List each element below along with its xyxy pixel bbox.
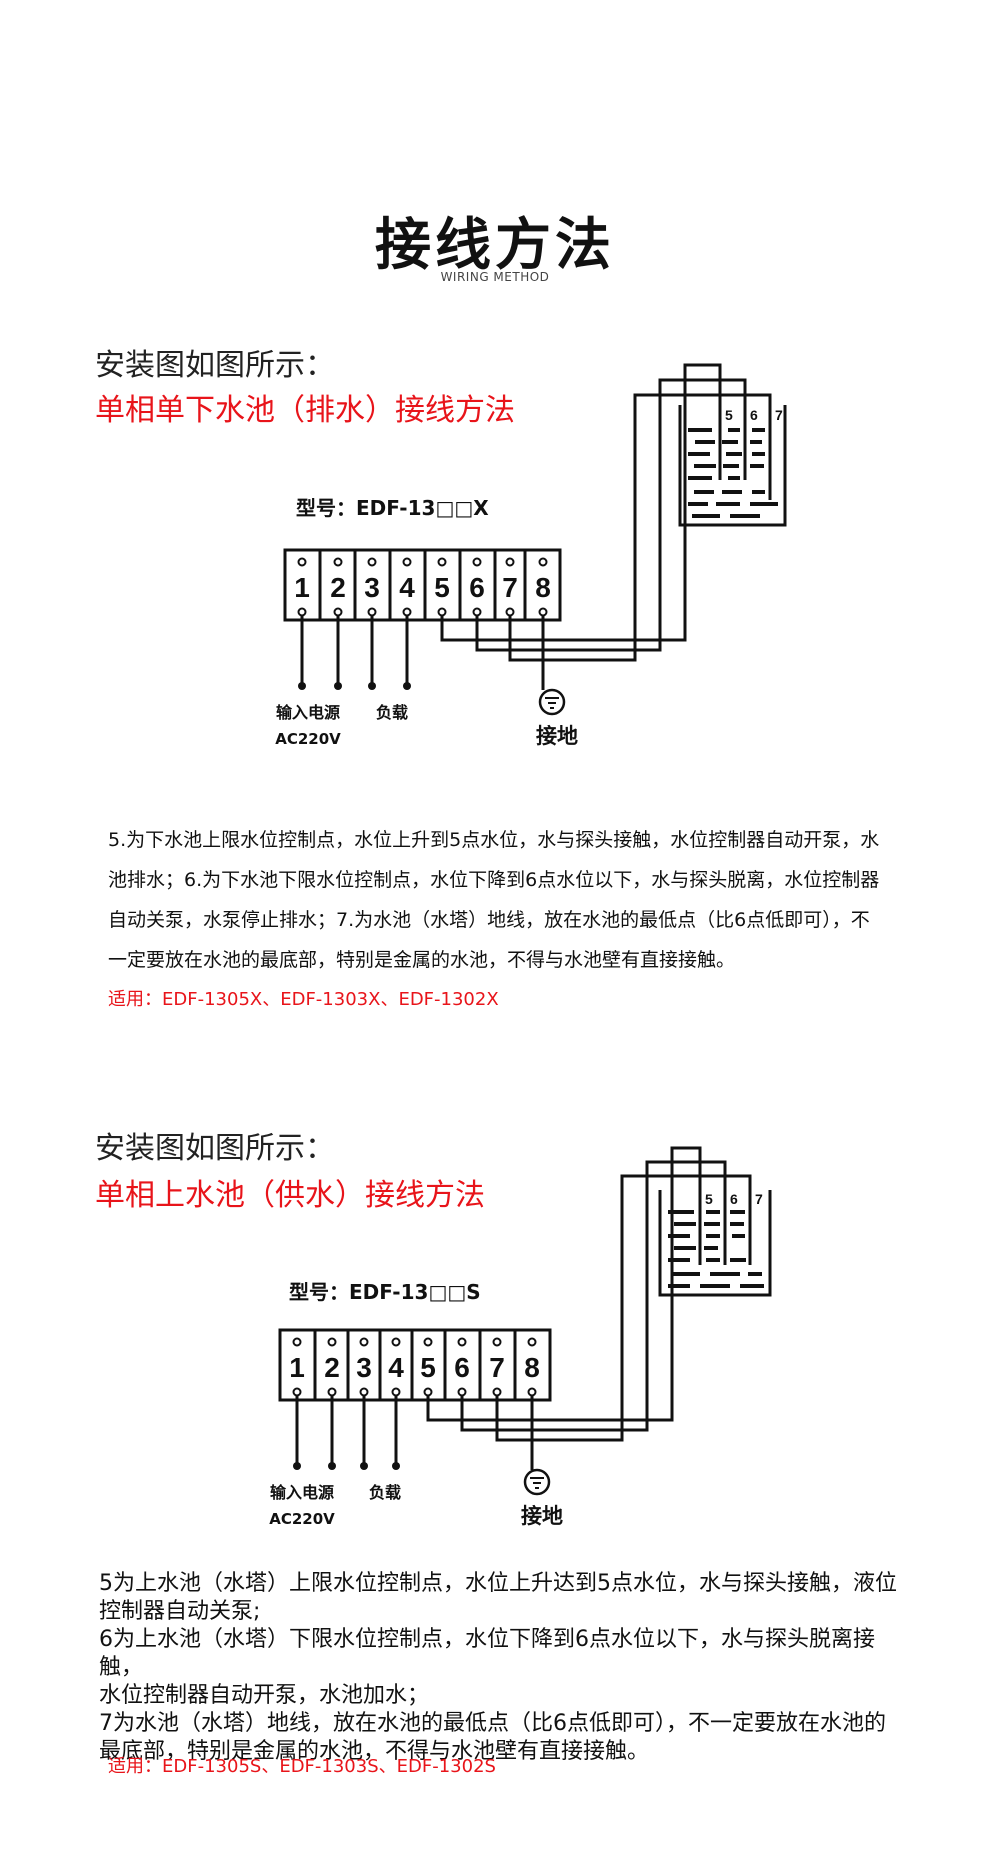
section2-ground-label: 接地 [521, 1504, 563, 1528]
section1-applicable: 适用：EDF-1305X、EDF-1303X、EDF-1302X [108, 989, 499, 1010]
section2-terminal-6: 6 [454, 1352, 470, 1383]
section1-ground-label: 接地 [536, 724, 578, 748]
section1-ground-icon [538, 688, 566, 716]
section1-heading: 安装图如图所示： [95, 348, 335, 383]
section2-terminal-2: 2 [324, 1352, 340, 1383]
section1-water-tank [678, 405, 787, 527]
section1-model: 型号：EDF-13□□X [296, 496, 489, 520]
section2-description-line: 5为上水池（水塔）上限水位控制点，水位上升达到5点水位，水与探头接触，液位 [99, 1571, 897, 1596]
section1-tank-label-5: 5 [725, 407, 733, 423]
section1-terminal-screws [297, 557, 548, 617]
section2-terminal-1: 1 [289, 1352, 305, 1383]
section2-title: 单相上水池（供水）接线方法 [95, 1178, 485, 1213]
section2-description-line: 控制器自动关泵; [99, 1599, 261, 1624]
section1-terminal-4: 4 [399, 572, 415, 603]
section2-terminal-3: 3 [356, 1352, 372, 1383]
section2-voltage-label: AC220V [269, 1510, 335, 1528]
page-subtitle: WIRING METHOD [440, 270, 550, 284]
section2-load-label: 负载 [369, 1483, 401, 1502]
section1-terminal-5: 5 [434, 572, 450, 603]
section1-terminal-3: 3 [364, 572, 380, 603]
section2-terminal-screws [292, 1337, 537, 1397]
section1-terminal-2: 2 [330, 572, 346, 603]
section2-description-line: 7为水池（水塔）地线，放在水池的最低点（比6点低即可），不一定要放在水池的 [99, 1711, 886, 1736]
section2-model: 型号：EDF-13□□S [289, 1280, 481, 1304]
section1-power-label: 输入电源 [276, 703, 340, 722]
section2-terminal-8: 8 [524, 1352, 540, 1383]
section2-ground-icon [523, 1468, 551, 1496]
section1-wiring-diagram: 1 2 3 4 5 6 7 8 输入电源 AC220V 负载 接地 [275, 363, 787, 748]
section2-heading: 安装图如图所示： [95, 1131, 335, 1166]
section1-title: 单相单下水池（排水）接线方法 [95, 393, 515, 428]
section2-description-line: 水位控制器自动开泵，水池加水； [99, 1683, 430, 1708]
section1-tank-label-6: 6 [750, 407, 758, 423]
page-title: 接线方法 [375, 213, 615, 278]
section2-terminal-7: 7 [489, 1352, 505, 1383]
section1-terminal-block [283, 548, 562, 622]
section2-wiring-diagram: 1 2 3 4 5 6 7 8 输入电源 AC220V 负载 接地 [269, 1146, 772, 1528]
section2-applicable: 适用：EDF-1305S、EDF-1303S、EDF-1302S [108, 1756, 496, 1777]
section1-terminal-7: 7 [502, 572, 518, 603]
section1-load-label: 负载 [376, 703, 408, 722]
section2-power-label: 输入电源 [270, 1483, 334, 1502]
section2-tank-label-6: 6 [730, 1191, 738, 1207]
section2-tank-label-5: 5 [705, 1191, 713, 1207]
section2-terminal-5: 5 [420, 1352, 436, 1383]
section1-tank-label-7: 7 [775, 407, 783, 423]
section1-description: 5.为下水池上限水位控制点，水位上升到5点水位，水与探头接触，水位控制器自动开泵… [108, 829, 880, 971]
section1-power-load-wires [300, 616, 409, 685]
section1-terminal-1: 1 [294, 572, 310, 603]
section2-tank-label-7: 7 [755, 1191, 763, 1207]
section2-description: 5为上水池（水塔）上限水位控制点，水位上升达到5点水位，水与探头接触，液位 控制… [99, 1570, 899, 1766]
section2-description-line: 6为上水池（水塔）下限水位控制点，水位下降到6点水位以下，水与探头脱离接触， [99, 1627, 875, 1680]
section1-terminal-6: 6 [469, 572, 485, 603]
section2-terminal-block [278, 1328, 552, 1402]
section2-terminal-4: 4 [388, 1352, 404, 1383]
section1-probe-wires [440, 363, 772, 690]
section1-voltage-label: AC220V [275, 730, 341, 748]
section2-description-line: 最底部，特别是金属的水池，不得与水池壁有直接接触。 [99, 1739, 650, 1764]
section2-power-load-wires [295, 1396, 398, 1465]
section2-water-tank [658, 1190, 772, 1297]
section2-probe-wires [426, 1146, 752, 1470]
section1-terminal-8: 8 [535, 572, 551, 603]
